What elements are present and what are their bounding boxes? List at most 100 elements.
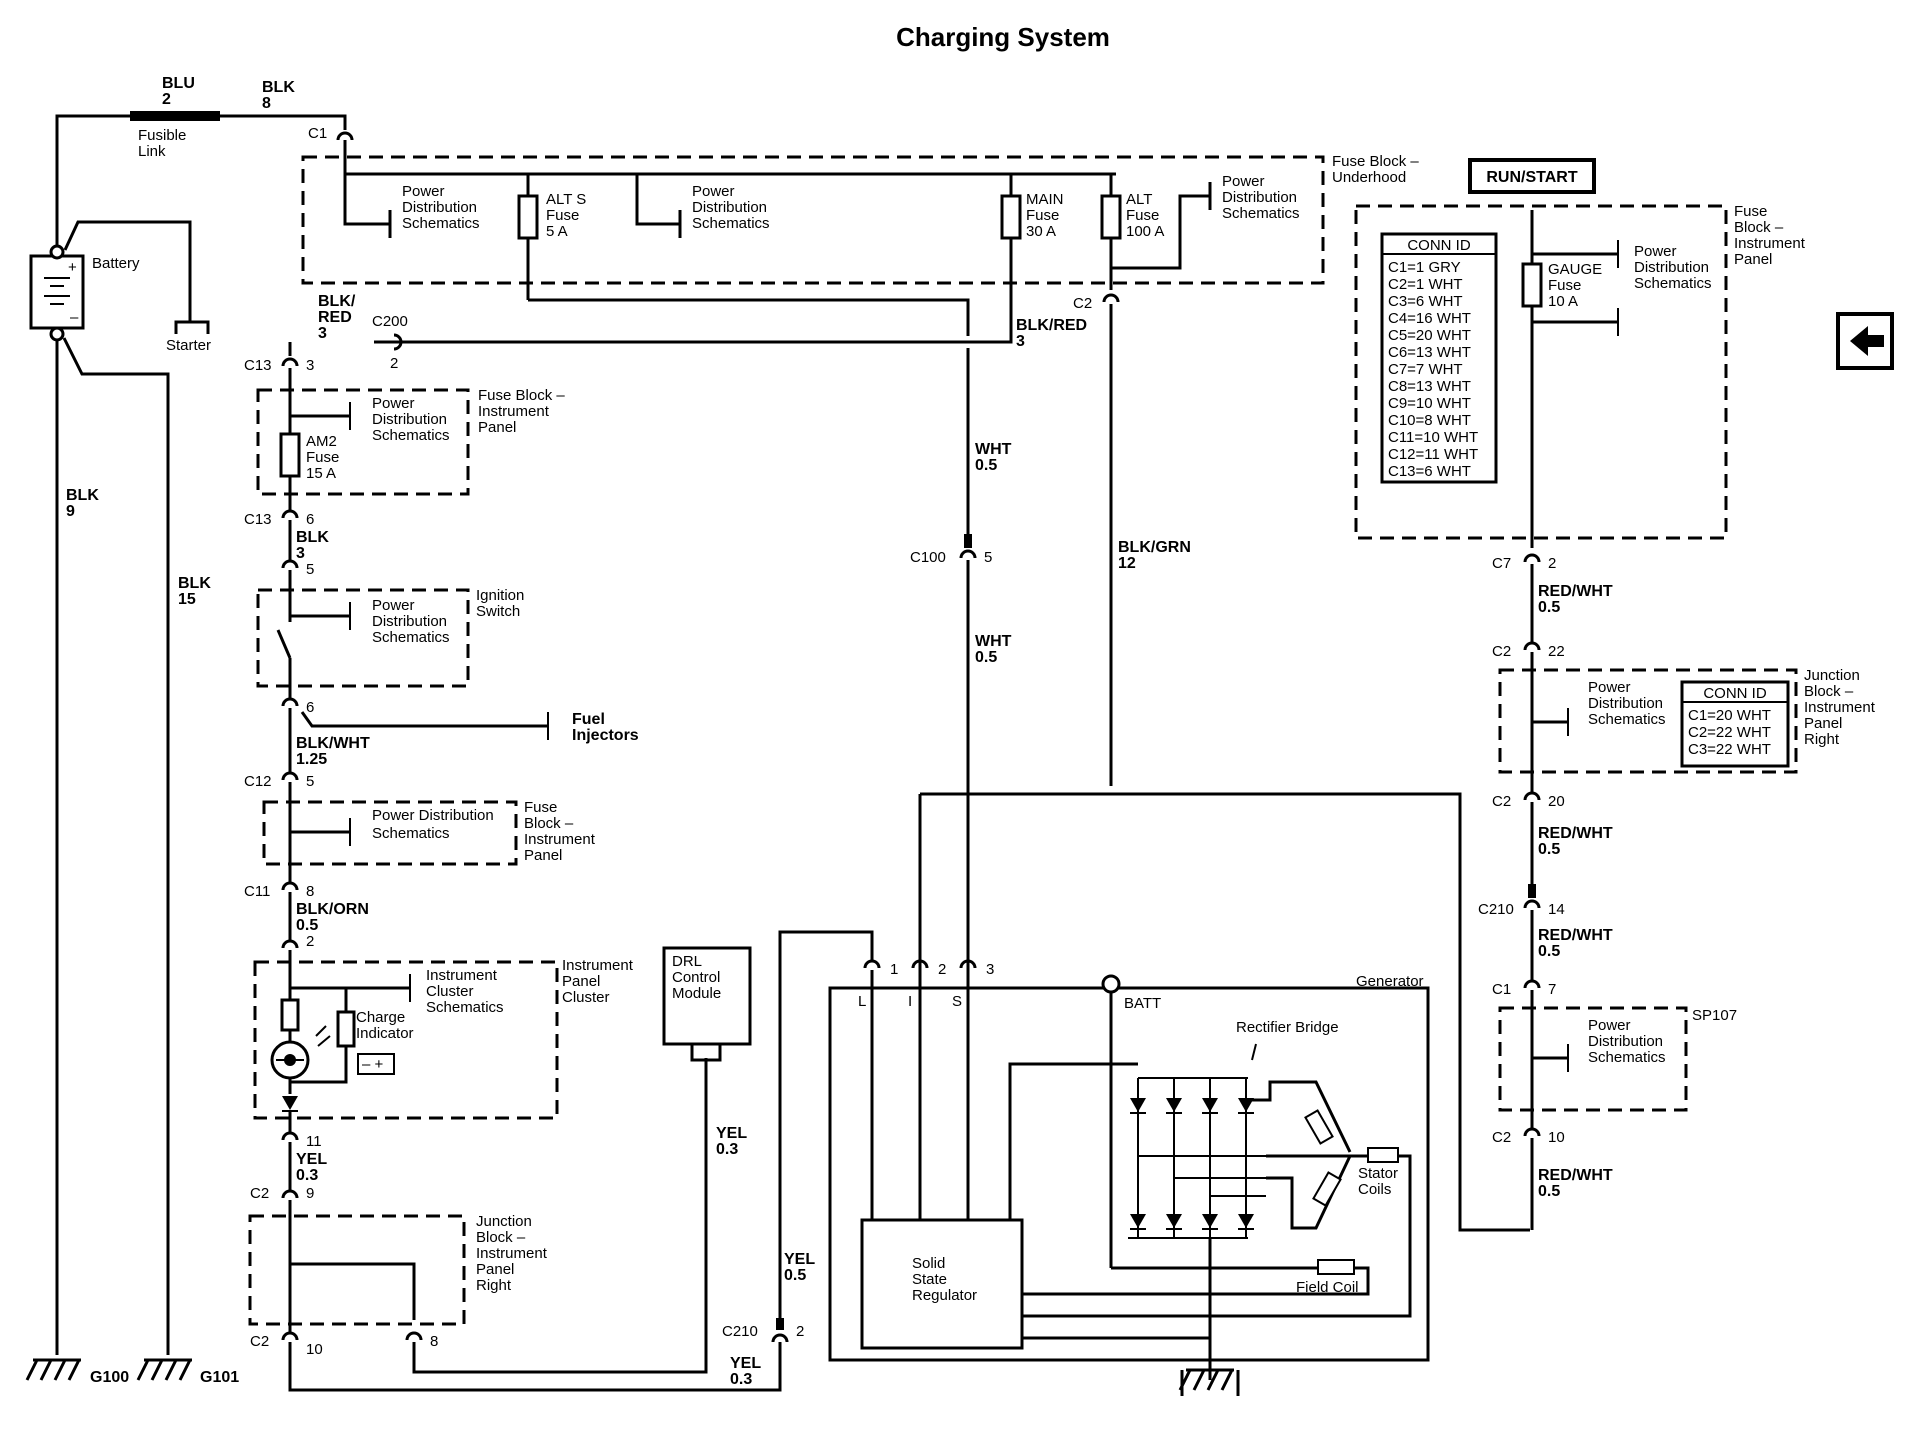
svg-text:Indicator: Indicator [356, 1025, 414, 1042]
svg-text:C210: C210 [722, 1323, 758, 1340]
svg-text:3: 3 [1016, 333, 1025, 350]
svg-text:S: S [952, 993, 962, 1010]
svg-text:Charge: Charge [356, 1009, 405, 1026]
svg-text:15: 15 [178, 591, 196, 608]
svg-text:5 A: 5 A [546, 223, 568, 240]
svg-text:9: 9 [66, 503, 75, 520]
svg-text:Instrument: Instrument [478, 403, 550, 420]
svg-text:C13: C13 [244, 511, 272, 528]
svg-text:Schematics: Schematics [426, 999, 504, 1016]
svg-text:Junction: Junction [1804, 667, 1860, 684]
svg-text:Cluster: Cluster [562, 989, 610, 1006]
svg-text:Power: Power [1588, 679, 1631, 696]
svg-text:Starter: Starter [166, 337, 211, 354]
svg-text:12: 12 [1118, 555, 1136, 572]
svg-text:22: 22 [1548, 643, 1565, 660]
svg-text:Distribution: Distribution [402, 199, 477, 216]
svg-text:Cluster: Cluster [426, 983, 474, 1000]
svg-text:BLK: BLK [178, 575, 211, 592]
svg-text:Panel: Panel [476, 1261, 514, 1278]
svg-text:C2: C2 [250, 1333, 269, 1350]
svg-text:Block –: Block – [1734, 219, 1784, 236]
ground-icon [25, 1358, 83, 1382]
svg-text:C1=20 WHT: C1=20 WHT [1688, 707, 1771, 724]
svg-text:Fuse: Fuse [1734, 203, 1767, 220]
svg-text:Distribution: Distribution [372, 411, 447, 428]
svg-text:Fuse: Fuse [1548, 277, 1581, 294]
svg-text:Power: Power [1222, 173, 1265, 190]
svg-text:0.5: 0.5 [1538, 1183, 1560, 1200]
page-title: Charging System [896, 22, 1110, 52]
svg-text:SP107: SP107 [1692, 1007, 1737, 1024]
svg-text:Schematics: Schematics [1634, 275, 1712, 292]
svg-text:BLK/: BLK/ [318, 293, 356, 310]
svg-text:Distribution: Distribution [692, 199, 767, 216]
svg-text:RED/WHT: RED/WHT [1538, 1167, 1613, 1184]
svg-text:Fuel: Fuel [572, 711, 605, 728]
svg-text:MAIN: MAIN [1026, 191, 1064, 208]
svg-text:10 A: 10 A [1548, 293, 1578, 310]
svg-text:Generator: Generator [1356, 973, 1424, 990]
svg-text:C100: C100 [910, 549, 946, 566]
svg-text:I: I [908, 993, 912, 1010]
svg-text:C9=10 WHT: C9=10 WHT [1388, 395, 1471, 412]
svg-text:YEL: YEL [784, 1251, 815, 1268]
svg-text:0.5: 0.5 [1538, 841, 1560, 858]
svg-text:Distribution: Distribution [1588, 1033, 1663, 1050]
svg-text:5: 5 [984, 549, 992, 566]
svg-text:C12: C12 [244, 773, 272, 790]
run-start-label [1468, 158, 1596, 194]
svg-text:Power: Power [1634, 243, 1677, 260]
svg-text:BATT: BATT [1124, 995, 1161, 1012]
svg-text:5: 5 [306, 773, 314, 790]
svg-text:8: 8 [306, 883, 314, 900]
svg-text:Schematics: Schematics [1588, 711, 1666, 728]
svg-text:Block –: Block – [476, 1229, 526, 1246]
arrow-left-icon[interactable] [1836, 312, 1894, 370]
svg-text:RED: RED [318, 309, 352, 326]
svg-text:Module: Module [672, 985, 721, 1002]
svg-text:C210: C210 [1478, 901, 1514, 918]
svg-text:Solid: Solid [912, 1255, 945, 1272]
svg-text:3: 3 [986, 961, 994, 978]
svg-text:Power: Power [692, 183, 735, 200]
svg-text:6: 6 [306, 699, 314, 716]
svg-text:1: 1 [890, 961, 898, 978]
right-chain: RUN/START Fuse Block – Instrument Panel … [1354, 158, 1876, 1230]
svg-text:Junction: Junction [476, 1213, 532, 1230]
svg-text:2: 2 [1548, 555, 1556, 572]
svg-text:ALT S: ALT S [546, 191, 586, 208]
svg-text:Right: Right [476, 1277, 512, 1294]
svg-text:BLK: BLK [296, 529, 329, 546]
svg-text:2: 2 [390, 355, 398, 372]
svg-text:11: 11 [306, 1133, 322, 1150]
svg-text:Panel: Panel [478, 419, 516, 436]
svg-text:RUN/START: RUN/START [1486, 169, 1577, 186]
svg-text:Power: Power [372, 597, 415, 614]
generator: Generator 1 2 3 L I S BATT Solid State R… [828, 792, 1530, 1396]
svg-text:CONN ID: CONN ID [1407, 237, 1471, 254]
svg-text:Distribution: Distribution [1222, 189, 1297, 206]
svg-text:8: 8 [430, 1333, 438, 1350]
svg-text:–: – [70, 309, 79, 326]
svg-text:C200: C200 [372, 313, 408, 330]
svg-text:Instrument: Instrument [426, 967, 498, 984]
svg-text:ALT: ALT [1126, 191, 1152, 208]
svg-text:BLK: BLK [262, 79, 295, 96]
svg-text:BLK/RED: BLK/RED [1016, 317, 1087, 334]
svg-text:0.5: 0.5 [1538, 599, 1560, 616]
svg-text:C5=20 WHT: C5=20 WHT [1388, 327, 1471, 344]
svg-text:8: 8 [262, 95, 271, 112]
svg-text:Instrument: Instrument [1734, 235, 1806, 252]
svg-text:C3=22 WHT: C3=22 WHT [1688, 741, 1771, 758]
battery-icon [357, 1053, 395, 1075]
svg-text:YEL: YEL [716, 1125, 747, 1142]
conn-id-table-jb [1680, 680, 1790, 768]
battery-feed: BLU 2 BLK 8 Fusible Link C1 [55, 75, 354, 248]
svg-text:BLU: BLU [162, 75, 195, 92]
svg-text:Schematics: Schematics [372, 825, 450, 842]
svg-text:Instrument: Instrument [524, 831, 596, 848]
svg-text:RED/WHT: RED/WHT [1538, 825, 1613, 842]
svg-text:BLK/WHT: BLK/WHT [296, 735, 370, 752]
svg-text:Instrument: Instrument [1804, 699, 1876, 716]
